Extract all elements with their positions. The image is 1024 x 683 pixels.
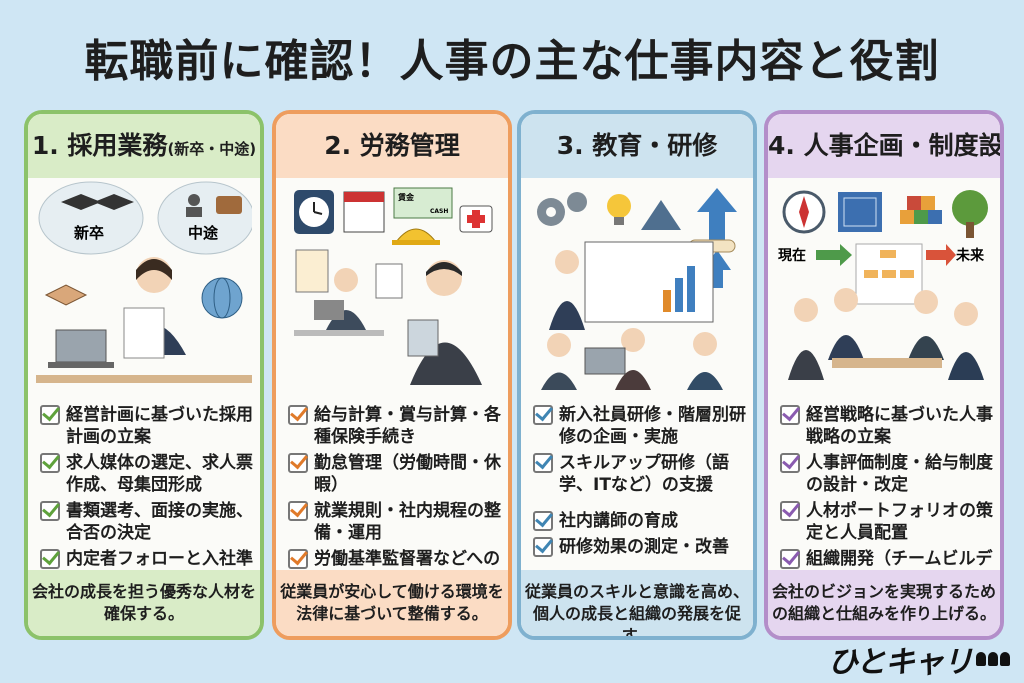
briefcase-icon	[186, 194, 242, 217]
card-heading: 4. 人事企画・制度設計	[768, 114, 1000, 178]
brand-logo: ひとキャリ	[828, 637, 1010, 681]
card-hr-planning: 4. 人事企画・制度設計 現在 未来	[764, 110, 1004, 640]
calendar-icon	[343, 191, 385, 233]
laptop-icon	[48, 329, 114, 368]
blocks-icon	[900, 196, 942, 224]
card-footer: 会社の成長を担う優秀な人材を確保する。	[28, 570, 260, 636]
task-list: 経営計画に基づいた採用計画の立案 求人媒体の選定、求人票作成、母集団形成 書類選…	[40, 404, 260, 596]
planning-illustration: 現在 未来	[778, 190, 988, 380]
person-at-desk	[294, 268, 384, 336]
label-wage: 賃金	[397, 192, 415, 202]
card-heading-main: 1. 採用業務	[31, 131, 168, 160]
checkbox-icon	[40, 549, 60, 569]
document-icon	[295, 249, 403, 299]
gear-icon	[537, 192, 587, 226]
list-item: 経営戦略に基づいた人事戦略の立案	[780, 404, 1000, 448]
list-item: 人材ポートフォリオの策定と人員配置	[780, 500, 1000, 544]
paycheck-icon: 賃金 CASH	[393, 187, 453, 219]
list-item: 新入社員研修・階層別研修の企画・実施	[533, 404, 753, 448]
label-cash: CASH	[430, 208, 448, 215]
card-labor-management: 2. 労務管理 賃金 CASH	[272, 110, 512, 640]
training-illustration	[537, 188, 737, 390]
meeting-people	[788, 288, 984, 380]
org-chart	[855, 243, 923, 305]
label-mid-career: 中途	[188, 224, 219, 242]
checkbox-icon	[533, 453, 553, 473]
person-with-clipboard	[407, 260, 482, 385]
labor-illustration: 賃金 CASH	[294, 187, 493, 385]
globe-icon	[201, 277, 243, 319]
checkbox-icon	[288, 405, 308, 425]
checkbox-icon	[40, 453, 60, 473]
card-footer: 会社のビジョンを実現するための組織と仕組みを作り上げる。	[768, 570, 1000, 636]
list-item: 勤怠管理（労働時間・休暇）	[288, 452, 508, 496]
list-item: 書類選考、面接の実施、合否の決定	[40, 500, 260, 544]
checkbox-icon	[288, 549, 308, 569]
clock-icon	[294, 190, 334, 234]
checkbox-icon	[288, 501, 308, 521]
people-icon	[976, 652, 1010, 666]
list-item: スキルアップ研修（語学、ITなど）の支援	[533, 452, 753, 496]
brand-logo-text: ひとキャリ	[827, 645, 973, 680]
checkbox-icon	[40, 501, 60, 521]
label-future: 未来	[956, 247, 985, 264]
label-present: 現在	[778, 247, 806, 264]
person-with-resume	[123, 257, 186, 359]
mountain-icon	[641, 200, 681, 230]
list-item: 就業規則・社内規程の整備・運用	[288, 500, 508, 544]
checkbox-icon	[780, 405, 800, 425]
card-footer: 従業員のスキルと意識を高め、個人の成長と組織の発展を促す。	[521, 570, 753, 636]
compass-icon	[782, 190, 826, 234]
task-list: 新入社員研修・階層別研修の企画・実施 スキルアップ研修（語学、ITなど）の支援 …	[533, 404, 753, 562]
card-recruitment: 1. 採用業務(新卒・中途) 新卒 中途	[24, 110, 264, 640]
checkbox-icon	[533, 537, 553, 557]
checkbox-icon	[780, 453, 800, 473]
card-footer: 従業員が安心して働ける環境を法律に基づいて整備する。	[276, 570, 508, 636]
recruitment-illustration: 新卒 中途	[36, 181, 252, 383]
card-heading: 1. 採用業務(新卒・中途)	[28, 114, 260, 178]
checkbox-icon	[780, 549, 800, 569]
card-heading: 3. 教育・研修	[521, 114, 753, 178]
card-heading: 2. 労務管理	[276, 114, 508, 178]
task-list: 経営戦略に基づいた人事戦略の立案 人事評価制度・給与制度の設計・改定 人材ポート…	[780, 404, 1000, 596]
checkbox-icon	[780, 501, 800, 521]
checkbox-icon	[533, 405, 553, 425]
whiteboard	[584, 241, 714, 323]
list-item: 人事評価制度・給与制度の設計・改定	[780, 452, 1000, 496]
checkbox-icon	[533, 511, 553, 531]
list-item: 社内講師の育成	[533, 510, 753, 532]
handshake-icon	[44, 284, 88, 306]
checkbox-icon	[40, 405, 60, 425]
hard-hat-icon	[392, 228, 440, 245]
list-item: 給与計算・賞与計算・各種保険手続き	[288, 404, 508, 448]
page-title: 転職前に確認！人事の主な仕事内容と役割	[84, 36, 940, 87]
card-heading-sub: (新卒・中途)	[167, 140, 257, 158]
instructor	[549, 250, 585, 330]
task-list: 給与計算・賞与計算・各種保険手続き 勤怠管理（労働時間・休暇） 就業規則・社内規…	[288, 404, 508, 596]
list-item: 求人媒体の選定、求人票作成、母集団形成	[40, 452, 260, 496]
list-item: 経営計画に基づいた採用計画の立案	[40, 404, 260, 448]
arrow-right-icon	[816, 244, 956, 266]
checkbox-icon	[288, 453, 308, 473]
lightbulb-icon	[607, 194, 631, 225]
arrow-up-icon	[697, 188, 737, 288]
label-new-grad: 新卒	[74, 224, 104, 242]
tree-icon	[952, 190, 988, 238]
list-item: 研修効果の測定・改善	[533, 536, 753, 558]
graduation-cap-icon	[61, 194, 134, 210]
card-training: 3. 教育・研修	[517, 110, 757, 640]
first-aid-icon	[459, 205, 493, 233]
trainees	[541, 328, 723, 390]
blueprint-icon	[838, 192, 882, 232]
